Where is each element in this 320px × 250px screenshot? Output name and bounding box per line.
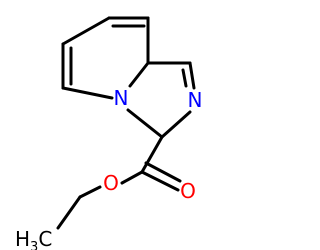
ring-nitrogen-label: N — [114, 86, 129, 110]
methyl-carbon: C — [38, 227, 52, 250]
bond-n2-c3 — [160, 110, 192, 139]
bond-o-ch2 — [78, 185, 102, 199]
bond-ch2-ch3 — [56, 195, 82, 230]
carbonyl-oxygen-label: O — [180, 179, 196, 203]
bond-c5-n — [61, 86, 114, 100]
methyl-hydrogen: H — [15, 227, 30, 250]
imine-nitrogen-label: N — [188, 88, 203, 112]
bond-c3-carbonyl — [140, 135, 164, 174]
structure-diagram: N N O O H3C — [15, 16, 203, 250]
bond-n-c8a — [128, 61, 150, 88]
methyl-label: H3C — [15, 227, 52, 250]
bond-carbonyl-o-double-a — [140, 170, 180, 192]
bond-carbonyl-o-ester — [120, 170, 144, 185]
bond-c1im-n2-inner — [181, 68, 188, 88]
ester-oxygen-label: O — [103, 171, 119, 195]
bond-c3-n — [126, 108, 164, 139]
bond-c1im-n2 — [188, 61, 196, 90]
methyl-subscript: 3 — [30, 240, 38, 250]
bond-c1-c6 — [61, 16, 111, 46]
bond-carbonyl-o-double-b — [144, 161, 182, 183]
